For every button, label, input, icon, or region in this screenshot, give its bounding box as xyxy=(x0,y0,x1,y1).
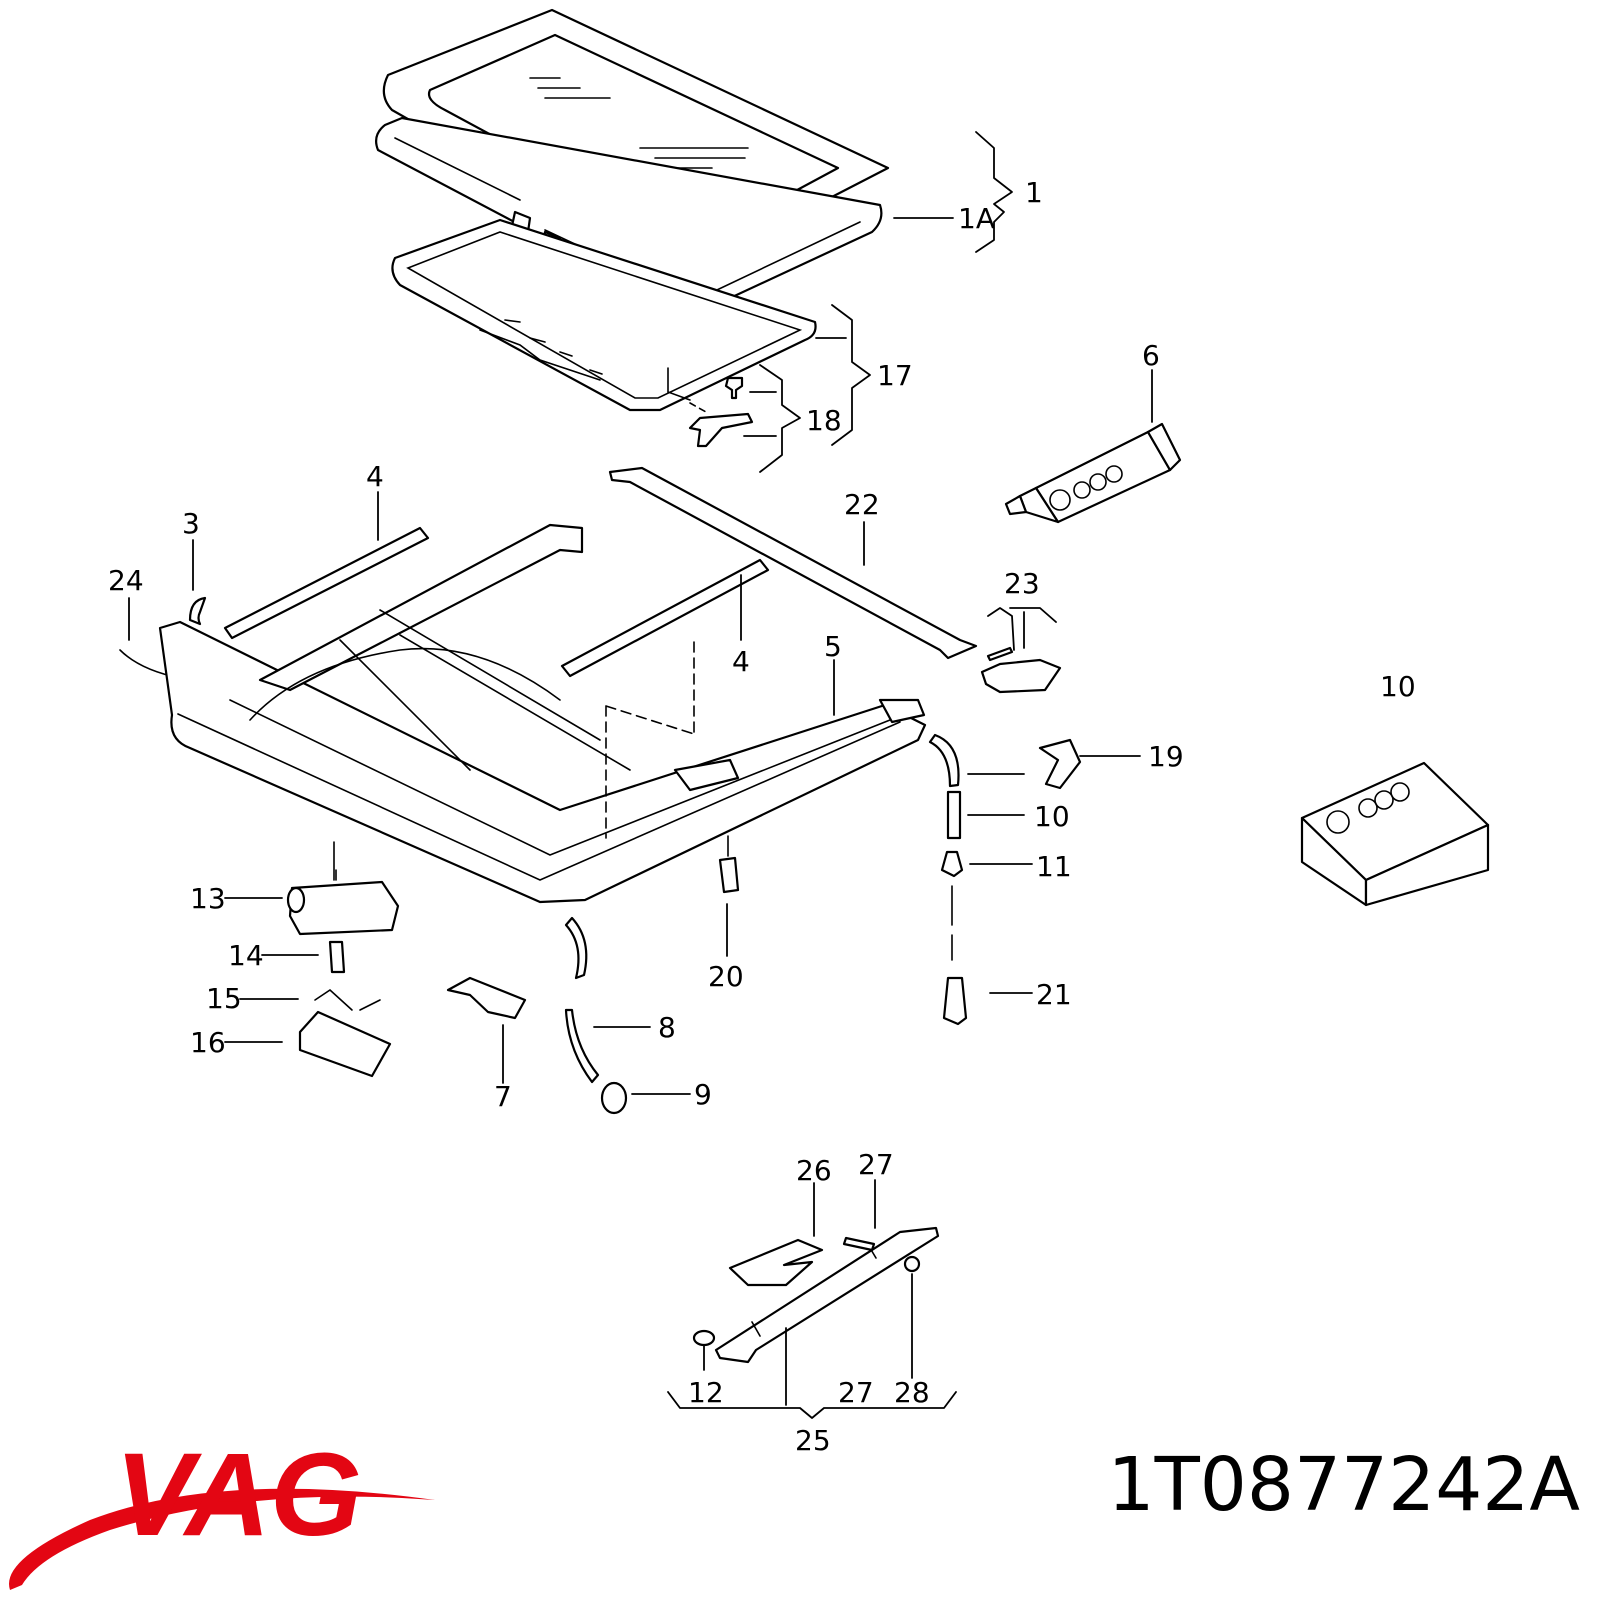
callout-4-top: 4 xyxy=(366,460,384,493)
callout-14: 14 xyxy=(228,939,264,972)
callout-22: 22 xyxy=(844,488,880,521)
callout-27-top: 27 xyxy=(858,1148,894,1181)
callout-27-bottom: 27 xyxy=(838,1376,874,1409)
callout-25: 25 xyxy=(795,1424,831,1457)
callout-19: 19 xyxy=(1148,740,1184,773)
callout-5: 5 xyxy=(824,630,842,663)
callout-23: 23 xyxy=(1004,567,1040,600)
part-grease-tube xyxy=(1004,422,1182,524)
callout-26: 26 xyxy=(796,1154,832,1187)
part-drive-assembly xyxy=(692,1226,940,1364)
part-clip-set xyxy=(980,607,1062,694)
callout-18: 18 xyxy=(806,404,842,437)
callout-24: 24 xyxy=(108,564,144,597)
part-kit-box xyxy=(1300,761,1490,907)
part-number: 1T0877242A xyxy=(1107,1442,1580,1528)
callout-28: 28 xyxy=(894,1376,930,1409)
callout-8: 8 xyxy=(658,1011,676,1044)
callout-9: 9 xyxy=(694,1078,712,1111)
callout-1: 1 xyxy=(1025,176,1043,209)
callout-13: 13 xyxy=(190,882,226,915)
callout-11: 11 xyxy=(1036,850,1072,883)
callout-6: 6 xyxy=(1142,339,1160,372)
callout-20: 20 xyxy=(708,960,744,993)
part-drain-components xyxy=(564,733,1082,1115)
callout-7: 7 xyxy=(494,1080,512,1113)
callout-15: 15 xyxy=(206,982,242,1015)
part-cross-rail xyxy=(608,466,978,660)
callout-1a: 1A xyxy=(958,202,995,235)
callout-3: 3 xyxy=(182,507,200,540)
callout-10-kit: 10 xyxy=(1380,670,1416,703)
vag-logo: VAG xyxy=(9,1429,435,1590)
callout-16: 16 xyxy=(190,1026,226,1059)
brand-logo-text: VAG xyxy=(115,1429,362,1561)
callout-12: 12 xyxy=(688,1376,724,1409)
callout-4-mid: 4 xyxy=(732,645,750,678)
part-sunshade-frame xyxy=(391,218,817,412)
part-guide-rails xyxy=(119,526,770,679)
callout-21: 21 xyxy=(1036,978,1072,1011)
part-sunroof-frame xyxy=(158,523,927,904)
callout-labels: 1 1A 17 18 6 22 23 4 3 24 4 5 10 19 10 1… xyxy=(108,176,1416,1457)
leader-lines xyxy=(128,131,1153,1419)
callout-17: 17 xyxy=(877,359,913,392)
callout-10-hose: 10 xyxy=(1034,800,1070,833)
part-motor-assembly xyxy=(286,841,527,1078)
part-shade-handle xyxy=(667,367,754,448)
logo-swoosh xyxy=(9,1488,435,1590)
